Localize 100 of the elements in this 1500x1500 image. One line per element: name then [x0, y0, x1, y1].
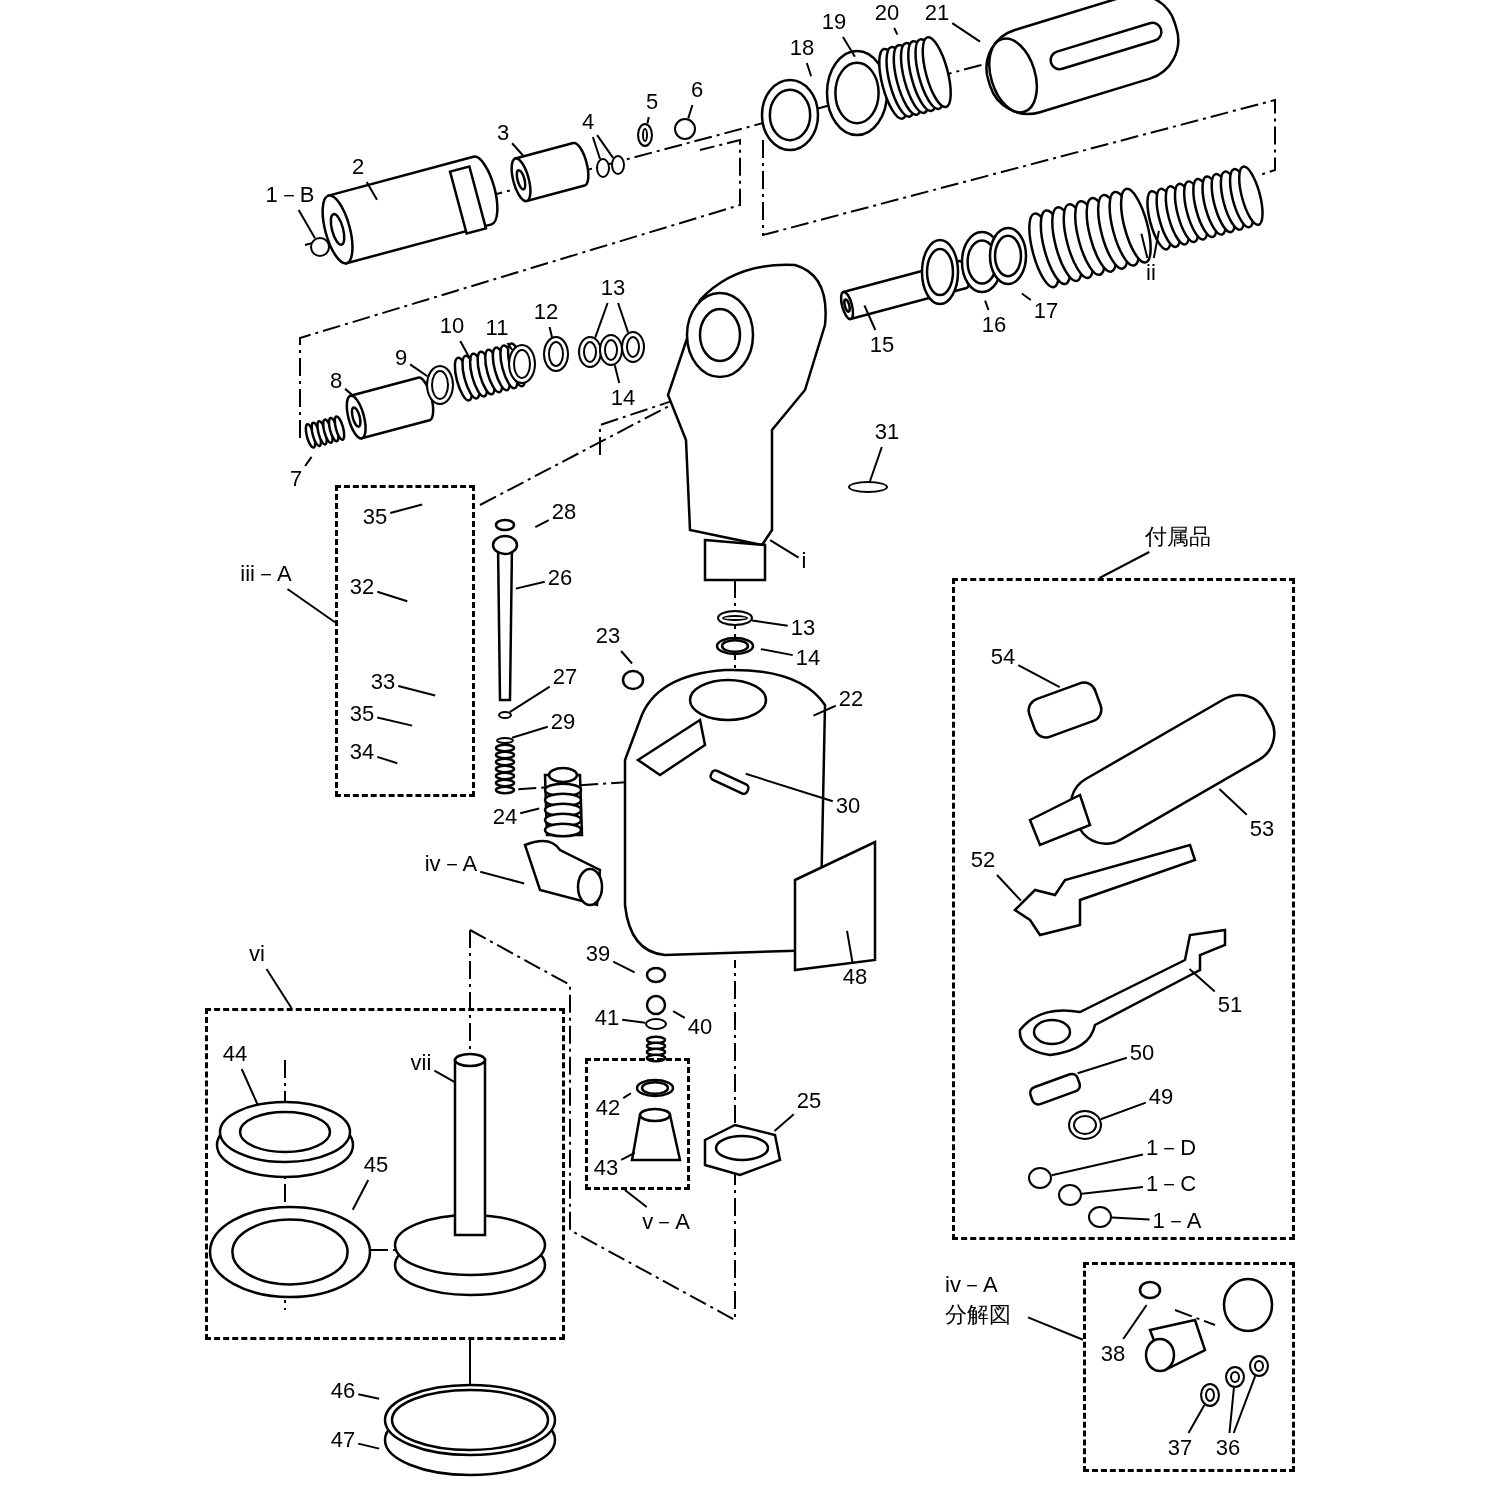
dashed-group-box — [205, 1008, 565, 1340]
group-label: 11 — [485, 316, 509, 340]
leader-line — [1152, 229, 1160, 259]
group-label: 4 — [581, 110, 595, 134]
leader-line — [1017, 664, 1061, 689]
leader-line — [769, 539, 800, 559]
leader-line — [376, 755, 399, 765]
callout-number: 35 — [362, 505, 388, 529]
part-ring — [543, 336, 569, 372]
part-ring — [578, 336, 602, 368]
leader-line — [397, 684, 437, 697]
part-ring — [611, 155, 625, 175]
callout-number: 7 — [289, 467, 303, 491]
callout-number: 18 — [789, 36, 815, 60]
leader-line — [304, 455, 313, 468]
leader-line — [479, 870, 526, 885]
part-ring — [674, 118, 696, 140]
callout-number: 19 — [821, 10, 847, 34]
callout-number: 52 — [970, 848, 996, 872]
group-label: iii－A — [240, 562, 292, 586]
callout-number: iv－A — [424, 852, 478, 876]
callout-number: ii — [1146, 261, 1156, 285]
callout-number: 30 — [835, 794, 861, 818]
group-label: 36 — [1215, 1436, 1241, 1460]
leader-line — [996, 874, 1022, 902]
leader-line — [265, 968, 293, 1009]
leader-line — [773, 1113, 795, 1133]
leader-line — [617, 302, 630, 334]
callout-number: 3 — [496, 121, 510, 145]
leader-line — [409, 363, 429, 378]
group-label: 31 — [874, 420, 900, 444]
leader-line — [1122, 1303, 1148, 1340]
leader-line — [623, 1189, 648, 1208]
callout-number: 51 — [1217, 993, 1243, 1017]
callout-number: 53 — [1249, 817, 1275, 841]
group-label: 5 — [645, 90, 659, 114]
leader-line — [508, 685, 551, 714]
callout-number: 8 — [329, 369, 343, 393]
callout-number: 33 — [370, 670, 396, 694]
part-ring — [599, 334, 623, 366]
callout-number: 14 — [795, 646, 821, 670]
leader-line — [357, 1442, 381, 1450]
group-label: 9 — [394, 346, 408, 370]
callout-number: 39 — [585, 942, 611, 966]
leader-line — [240, 1068, 259, 1106]
callout-number: 44 — [222, 1042, 248, 1066]
callout-number: i — [801, 549, 807, 573]
leader-line — [1076, 1056, 1128, 1075]
callout-number: 26 — [547, 566, 573, 590]
leader-line — [951, 22, 981, 43]
leader-line — [984, 299, 990, 311]
leader-line — [1099, 1101, 1147, 1121]
callout-number: 2 — [351, 155, 365, 179]
callout-number: 21 — [924, 1, 950, 25]
leader-line — [1187, 1403, 1206, 1434]
leader-line — [534, 519, 550, 529]
group-label: 1－A — [1152, 1209, 1202, 1233]
callout-number: 45 — [363, 1153, 389, 1177]
group-label: 37 — [1167, 1436, 1193, 1460]
leader-line — [1232, 1375, 1257, 1434]
part-ring — [1068, 1110, 1102, 1140]
group-label: 13 — [790, 616, 816, 640]
callout-number: 38 — [1100, 1342, 1126, 1366]
dashed-group-box — [335, 485, 475, 797]
group-label: 49 — [1148, 1085, 1174, 1109]
callout-number: 54 — [990, 645, 1016, 669]
part-ring — [508, 344, 536, 384]
callout-number: 32 — [349, 575, 375, 599]
leader-line — [687, 104, 694, 120]
group-label: 1－B — [265, 183, 315, 207]
leader-line — [759, 648, 794, 657]
callout-number: 15 — [869, 333, 895, 357]
part-ring — [1225, 1366, 1245, 1388]
part-ring — [426, 365, 454, 405]
leader-line — [344, 387, 355, 398]
callout-number: 42 — [595, 1096, 621, 1120]
leader-line — [842, 36, 856, 58]
leader-line — [1188, 968, 1216, 993]
group-label: 41 — [594, 1006, 620, 1030]
leader-line — [511, 142, 524, 157]
leader-line — [612, 960, 636, 974]
leader-line — [621, 1018, 647, 1024]
dashed-group-box — [585, 1058, 690, 1190]
leader-line — [613, 364, 621, 384]
group-label: 12 — [533, 300, 559, 324]
callout-number: 16 — [981, 313, 1007, 337]
leader-line — [1098, 551, 1151, 579]
leader-line — [596, 134, 615, 159]
leader-line — [286, 588, 336, 624]
leader-line — [620, 650, 634, 665]
leader-line — [297, 209, 316, 240]
leader-line — [376, 716, 414, 727]
leader-line — [672, 1010, 686, 1019]
leader-line — [1050, 1153, 1144, 1177]
leader-line — [389, 503, 424, 514]
leader-line — [805, 62, 813, 78]
callout-number: 23 — [595, 624, 621, 648]
leader-line — [869, 446, 883, 483]
leader-line — [846, 929, 854, 963]
callout-number: 47 — [330, 1428, 356, 1452]
